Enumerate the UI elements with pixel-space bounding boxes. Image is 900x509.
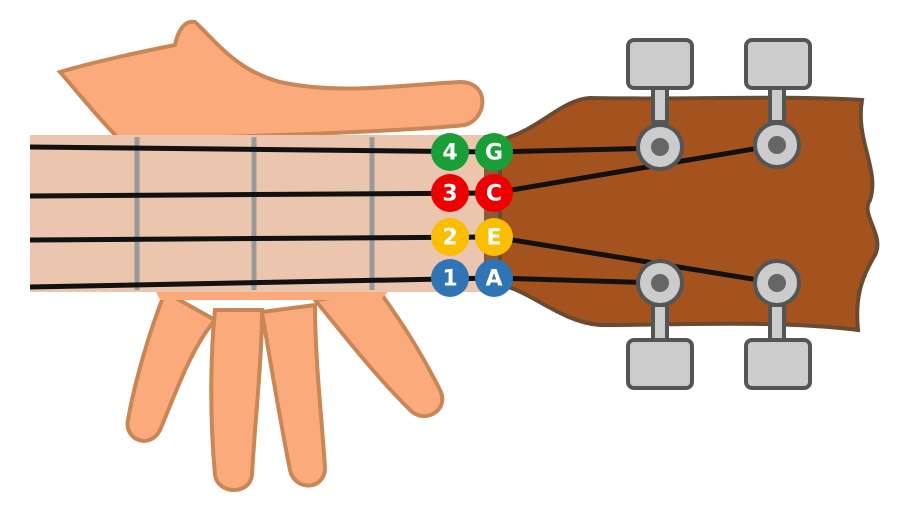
finger-badge [431,218,469,256]
finger-badge [431,174,469,212]
peg-icon [636,123,684,171]
finger-badge [431,259,469,297]
note-label: E [486,226,501,251]
note-badge [475,174,513,212]
finger-label: 3 [442,182,457,207]
hand-palm [56,19,485,143]
tuner-keys [626,38,812,390]
note-label: A [485,267,502,292]
note-badge [475,133,513,171]
peg-icon [636,259,684,307]
finger-badge [431,133,469,171]
hand-fingers [125,280,445,492]
note-label: C [486,182,502,207]
note-badge [475,259,513,297]
finger-label: 1 [442,267,457,292]
fretboard [30,135,500,292]
finger-label: 4 [442,141,457,166]
finger-label: 2 [442,226,457,251]
headstock [498,95,880,333]
peg-icon [753,259,801,307]
peg-icon [753,121,801,169]
tuner-pegs [636,121,801,307]
note-badge [475,218,513,256]
note-label: G [485,141,503,166]
string-labels: 4 G 3 C 2 E 1 A [431,133,513,297]
